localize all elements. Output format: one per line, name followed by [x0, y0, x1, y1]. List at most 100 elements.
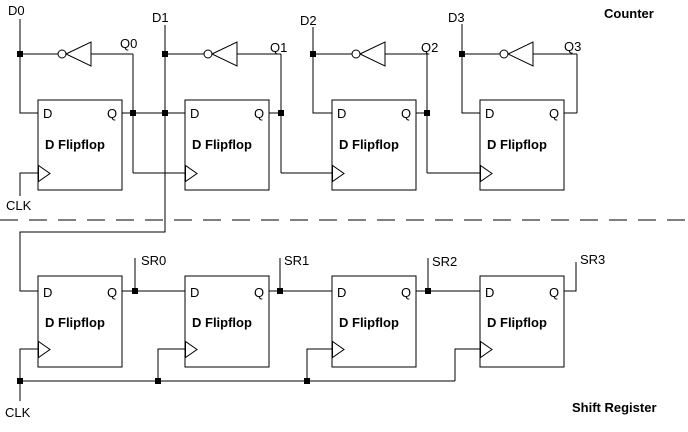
label-sr1: SR1 — [284, 253, 309, 268]
dff-box — [37, 275, 123, 368]
wire-sr3-out — [564, 262, 577, 292]
dff-title: D Flipflop — [192, 137, 252, 152]
inverter-2 — [203, 41, 238, 67]
q-pin-label: Q — [254, 106, 264, 121]
junction-dot — [459, 51, 465, 57]
dff-box — [37, 99, 123, 191]
junction-dot — [310, 51, 316, 57]
clock-pin-icon — [38, 164, 51, 183]
label-q1: Q1 — [270, 40, 287, 55]
junction-dot — [17, 51, 23, 57]
inverter-bubble-icon — [499, 49, 509, 59]
junction-dot — [17, 378, 23, 384]
clock-pin-icon — [332, 164, 345, 183]
dff-title: D Flipflop — [45, 315, 105, 330]
clock-pin-icon — [480, 164, 493, 183]
d-pin-label: D — [485, 106, 494, 121]
q-pin-label: Q — [401, 285, 411, 300]
counter-junction-dots — [17, 51, 465, 116]
clock-pin-icon — [38, 340, 51, 359]
junction-dot — [130, 110, 136, 116]
q-pin-label: Q — [549, 285, 559, 300]
counter-dff-3: D Q D Flipflop — [331, 99, 417, 191]
label-sr3: SR3 — [580, 252, 605, 267]
inverter-triangle-icon — [506, 41, 534, 67]
wire-d0 — [19, 19, 38, 114]
dff-box — [479, 275, 565, 368]
junction-dot — [277, 288, 283, 294]
shift-register-section-title: Shift Register — [572, 400, 657, 415]
label-d2: D2 — [300, 13, 317, 28]
d-pin-label: D — [43, 285, 52, 300]
counter-dff-1: D Q D Flipflop — [37, 99, 123, 191]
d-pin-label: D — [337, 285, 346, 300]
junction-dot — [155, 378, 161, 384]
label-counter-clk: CLK — [6, 198, 32, 213]
inverter-triangle-icon — [210, 41, 238, 67]
dff-box — [331, 275, 417, 368]
inverter-3 — [351, 41, 386, 67]
q-pin-label: Q — [107, 106, 117, 121]
sr-dff-1: D Q D Flipflop — [37, 275, 123, 368]
label-sr0: SR0 — [141, 253, 166, 268]
wire-counter-clk — [19, 172, 38, 196]
dff-title: D Flipflop — [192, 315, 252, 330]
junction-dot — [278, 110, 284, 116]
shift-register-section: D Q D Flipflop D Q D Flipflop D Q D Flip… — [5, 252, 657, 420]
dff-box — [479, 99, 565, 191]
sr-dff-3: D Q D Flipflop — [331, 275, 417, 368]
clock-pin-icon — [185, 164, 198, 183]
label-sr-clk: CLK — [5, 405, 31, 420]
dff-title: D Flipflop — [45, 137, 105, 152]
dff-title: D Flipflop — [339, 137, 399, 152]
label-q0: Q0 — [120, 36, 137, 51]
inverter-bubble-icon — [351, 49, 361, 59]
counter-section-title: Counter — [604, 6, 654, 21]
inverter-triangle-icon — [358, 41, 386, 67]
label-d3: D3 — [448, 10, 465, 25]
d-pin-label: D — [190, 285, 199, 300]
dff-box — [184, 275, 270, 368]
junction-dot — [162, 110, 168, 116]
wire-clk-riser-ff4 — [454, 348, 480, 381]
label-q2: Q2 — [421, 40, 438, 55]
q-pin-label: Q — [254, 285, 264, 300]
inverter-4 — [499, 41, 534, 67]
sr-dff-2: D Q D Flipflop — [184, 275, 270, 368]
label-sr2: SR2 — [432, 254, 457, 269]
dff-title: D Flipflop — [487, 315, 547, 330]
counter-dff-2: D Q D Flipflop — [184, 99, 270, 191]
d-pin-label: D — [337, 106, 346, 121]
d-pin-label: D — [190, 106, 199, 121]
counter-dff-4: D Q D Flipflop — [479, 99, 565, 191]
junction-dot — [132, 288, 138, 294]
d-pin-label: D — [485, 285, 494, 300]
junction-dot — [162, 51, 168, 57]
dff-box — [184, 99, 270, 191]
shift-register-junction-dots — [17, 288, 431, 384]
dff-title: D Flipflop — [339, 315, 399, 330]
label-d1: D1 — [152, 10, 169, 25]
inverter-1 — [57, 41, 92, 67]
dff-title: D Flipflop — [487, 137, 547, 152]
q-pin-label: Q — [107, 285, 117, 300]
dff-box — [331, 99, 417, 191]
sr-dff-4: D Q D Flipflop — [479, 275, 565, 368]
junction-dot — [425, 288, 431, 294]
inverter-triangle-icon — [64, 41, 92, 67]
q-pin-label: Q — [549, 106, 559, 121]
clock-pin-icon — [332, 340, 345, 359]
wire-clk-riser-ff2 — [157, 348, 185, 381]
inverter-bubble-icon — [203, 49, 213, 59]
wire-d1-serial-in — [19, 25, 166, 292]
junction-dot — [424, 110, 430, 116]
junction-dot — [304, 378, 310, 384]
counter-section: D Q D Flipflop D Q D Flipflop D Q D Flip… — [6, 3, 654, 292]
inverter-bubble-icon — [57, 49, 67, 59]
label-q3: Q3 — [564, 39, 581, 54]
clock-pin-icon — [480, 340, 493, 359]
wire-clk-riser-ff3 — [306, 348, 332, 381]
q-pin-label: Q — [401, 106, 411, 121]
